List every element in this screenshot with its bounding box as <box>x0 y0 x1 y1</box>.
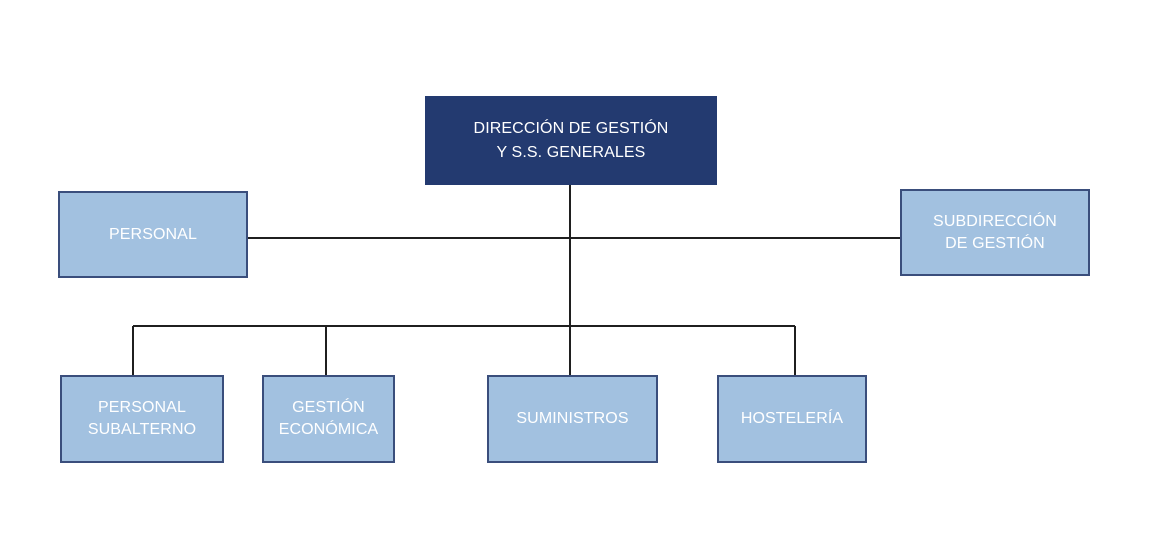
node-gestion-economica: GESTIÓN ECONÓMICA <box>262 375 395 463</box>
node-subdireccion-gestion: SUBDIRECCIÓN DE GESTIÓN <box>900 189 1090 276</box>
node-suministros: SUMINISTROS <box>487 375 658 463</box>
node-personal: PERSONAL <box>58 191 248 278</box>
node-direccion-gestion: DIRECCIÓN DE GESTIÓN Y S.S. GENERALES <box>425 96 717 185</box>
node-hosteleria: HOSTELERÍA <box>717 375 867 463</box>
node-personal-subalterno: PERSONAL SUBALTERNO <box>60 375 224 463</box>
